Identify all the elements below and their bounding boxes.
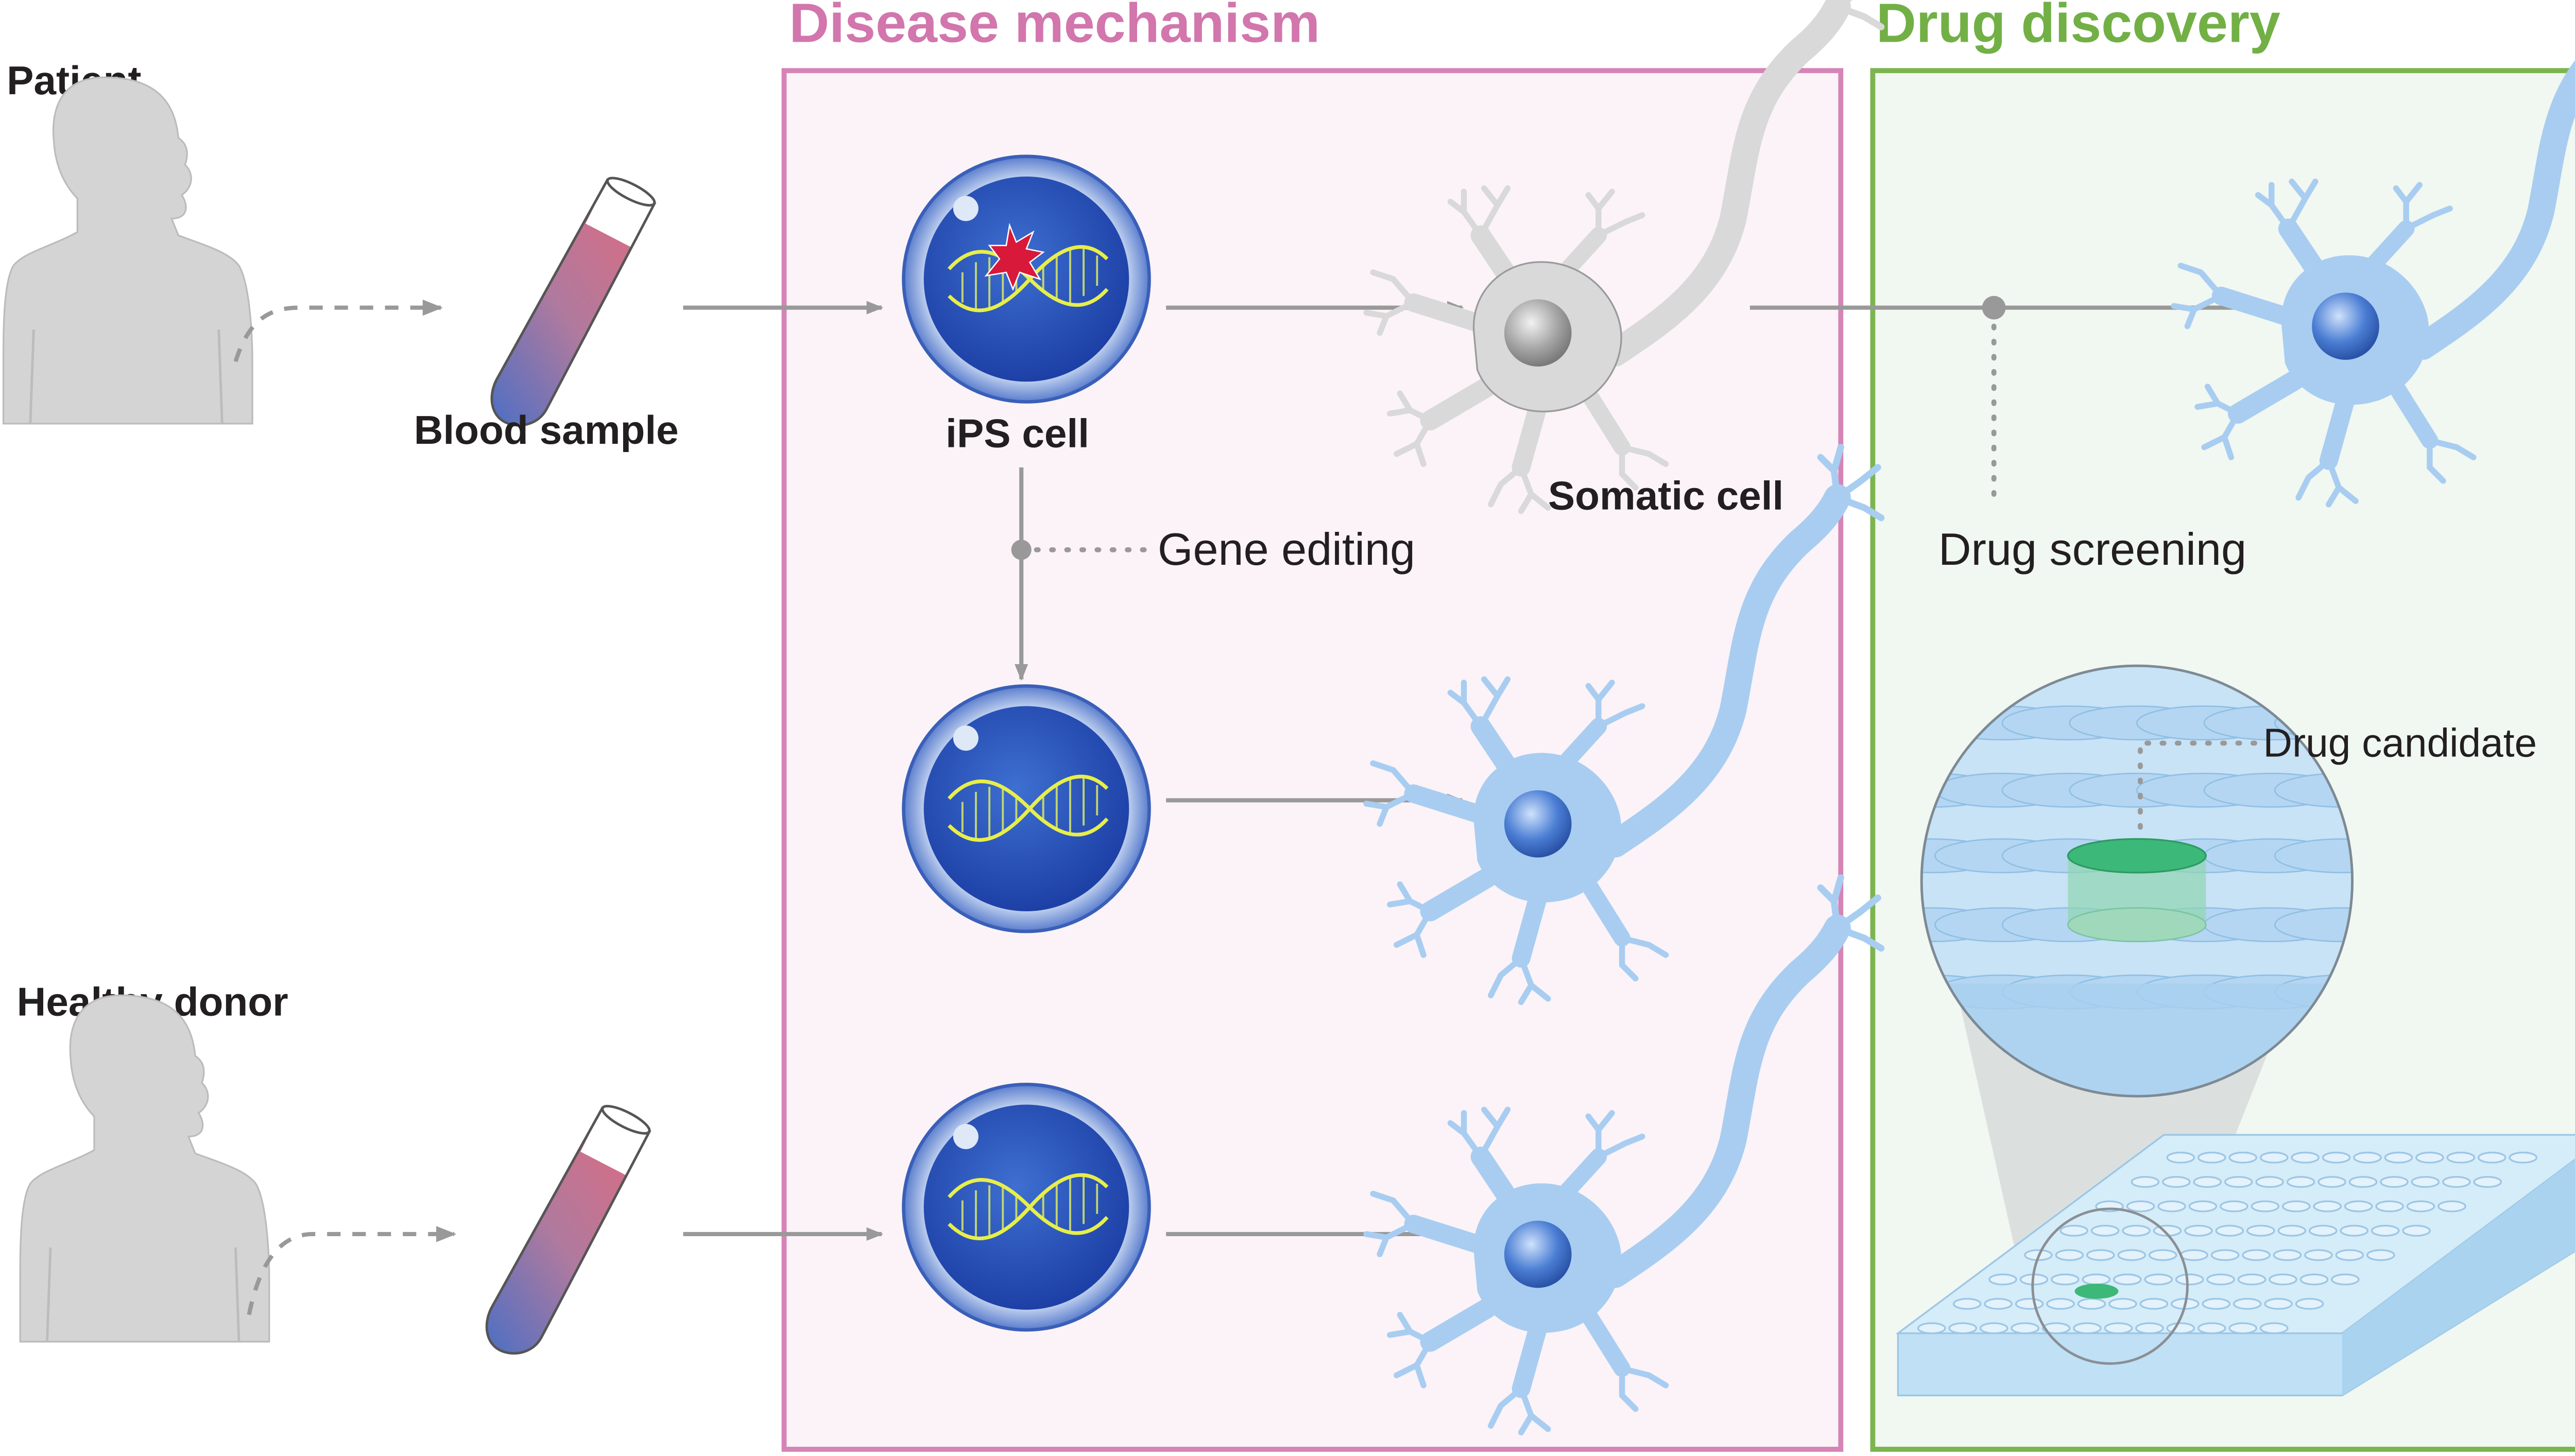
corrected-ips-cell bbox=[903, 686, 1149, 931]
drug-candidate-dotted-line bbox=[2138, 740, 2257, 830]
multiwell-plate bbox=[1895, 1134, 2575, 1397]
screened-neuron bbox=[2174, 0, 2575, 505]
magnified-wells bbox=[1920, 664, 2354, 1098]
donor-blood-tube bbox=[487, 1101, 653, 1354]
corrected-neuron bbox=[1366, 447, 1881, 1002]
plate-zoom-circle bbox=[2031, 1207, 2189, 1365]
patient-blood-tube bbox=[492, 173, 658, 425]
donor-ips-cell bbox=[903, 1084, 1149, 1330]
donor-neuron bbox=[1366, 878, 1881, 1433]
patient-silhouette bbox=[4, 77, 253, 424]
drug-screening-node bbox=[1982, 296, 2006, 320]
highlighted-well bbox=[2074, 1284, 2119, 1299]
donor-to-tube-dashed-arrow bbox=[247, 1226, 457, 1315]
drug-candidate-label: Drug candidate bbox=[2263, 720, 2537, 766]
somatic-cell-label: Somatic cell bbox=[1548, 473, 1784, 518]
drug-discovery-title: Drug discovery bbox=[1876, 0, 2280, 54]
gene-editing-label: Gene editing bbox=[1158, 524, 1415, 575]
patient-ips-cell bbox=[903, 157, 1149, 402]
gene-editing-node bbox=[1011, 540, 1032, 560]
patient-somatic-neuron bbox=[1366, 0, 1881, 511]
patient-to-tube-dashed-arrow bbox=[233, 299, 443, 362]
healthy-donor-silhouette bbox=[20, 995, 269, 1342]
mutation-star-icon bbox=[984, 222, 1045, 291]
blood-sample-label: Blood sample bbox=[414, 407, 679, 453]
ips-cell-label: iPS cell bbox=[946, 411, 1089, 456]
drug-candidate-well bbox=[2067, 838, 2207, 874]
drug-screening-label: Drug screening bbox=[1938, 524, 2246, 575]
disease-mechanism-title: Disease mechanism bbox=[789, 0, 1320, 54]
plate-wells bbox=[1917, 1151, 2537, 1334]
